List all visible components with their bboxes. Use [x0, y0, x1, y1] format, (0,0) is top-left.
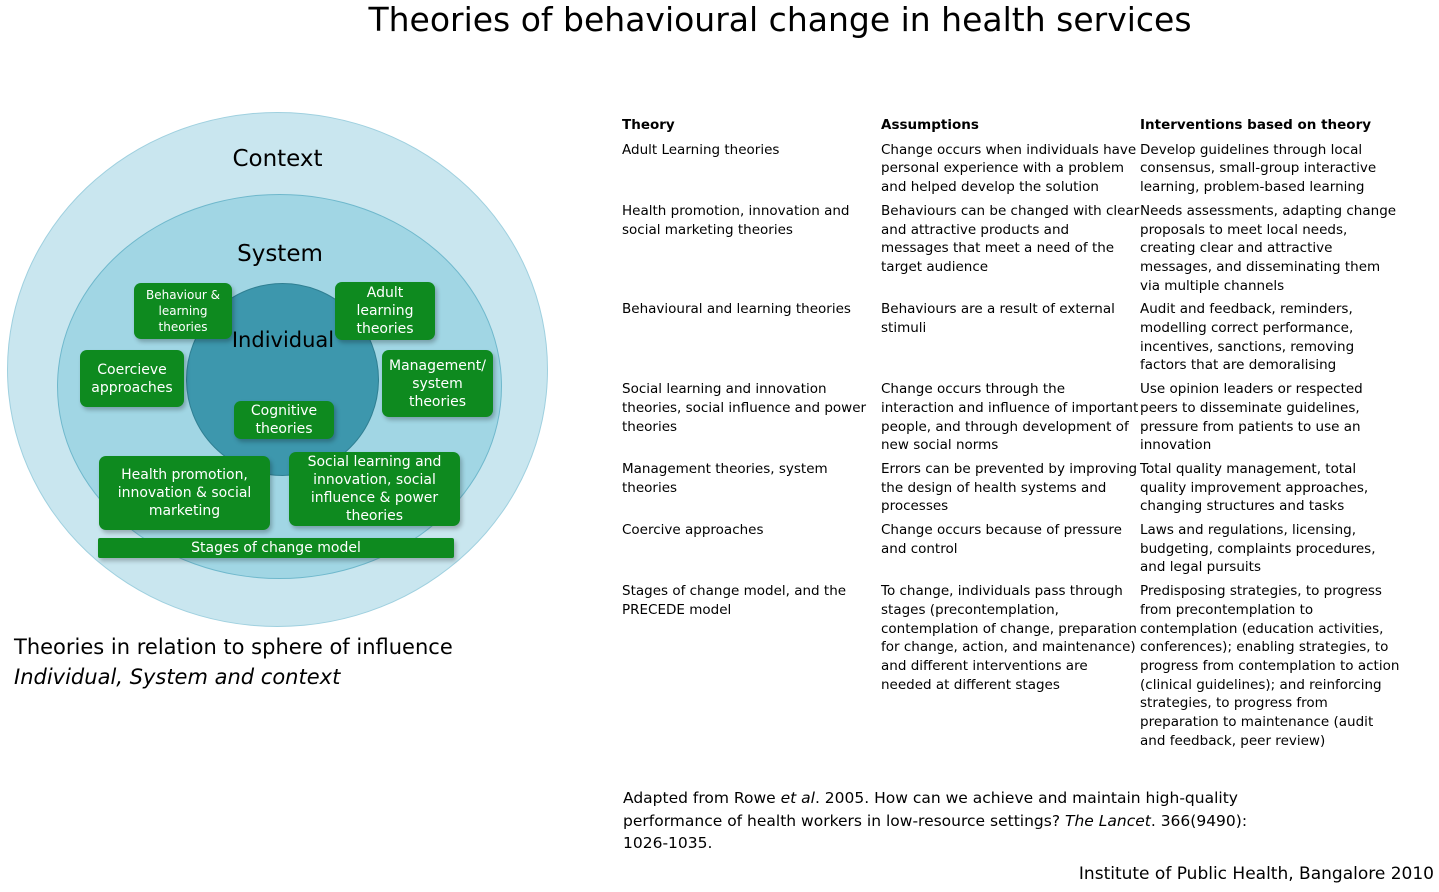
box-management: Management/ system theories [382, 350, 493, 417]
theory-cell: Coercive approaches [622, 522, 764, 539]
box-cognitive: Cognitive theories [234, 401, 334, 439]
box-adult-learning: Adult learning theories [335, 282, 435, 340]
diagram-caption: Theories in relation to sphere of influe… [14, 635, 453, 659]
table-row: Adult Learning theories Change occurs wh… [622, 141, 1422, 197]
box-coercive: Coercieve approaches [80, 350, 184, 407]
individual-label: Individual [231, 328, 335, 352]
citation-text: . 2005. How can we achieve and maintain … [623, 789, 1238, 830]
system-label: System [237, 241, 323, 267]
institution-credit: Institute of Public Health, Bangalore 20… [1078, 864, 1434, 884]
interventions-cell: Predisposing strategies, to progress fro… [1140, 583, 1400, 749]
page-title: Theories of behavioural change in health… [368, 0, 1192, 39]
assumptions-cell: Change occurs through the interaction an… [881, 381, 1139, 454]
box-health-promotion: Health promotion, innovation & social ma… [99, 456, 270, 530]
header-theory: Theory [622, 117, 675, 133]
interventions-cell: Needs assessments, adapting change propo… [1140, 202, 1397, 294]
table-row: Social learning and innovation theories,… [622, 380, 1422, 455]
interventions-cell: Use opinion leaders or respected peers t… [1140, 381, 1363, 454]
box-stages-of-change: Stages of change model [98, 538, 454, 558]
table-row: Coercive approaches Change occurs becaus… [622, 521, 1422, 577]
assumptions-cell: Behaviours can be changed with clear and… [881, 202, 1140, 275]
assumptions-cell: Change occurs because of pressure and co… [881, 522, 1122, 557]
table-row: Management theories, system theories Err… [622, 460, 1422, 516]
context-label: Context [232, 146, 323, 172]
interventions-cell: Develop guidelines through local consens… [1140, 141, 1377, 196]
citation-text: Adapted from Rowe [623, 789, 781, 807]
citation-text: . 366(9490): 1026-1035. [623, 811, 1248, 853]
theory-cell: Social learning and innovation theories,… [622, 381, 867, 435]
box-behaviour-learning: Behaviour & learning theories [134, 283, 232, 339]
theory-cell: Adult Learning theories [622, 141, 780, 158]
assumptions-cell: Errors can be prevented by improving the… [881, 460, 1138, 515]
table-row: Stages of change model, and the PRECEDE … [622, 582, 1422, 750]
theory-cell: Behavioural and learning theories [622, 301, 851, 318]
header-assumptions: Assumptions [881, 117, 979, 133]
interventions-cell: Audit and feedback, reminders, modelling… [1140, 301, 1355, 374]
theory-cell: Stages of change model, and the PRECEDE … [622, 583, 847, 618]
interventions-cell: Total quality management, total quality … [1140, 460, 1369, 515]
table-row: Health promotion, innovation and social … [622, 202, 1422, 296]
citation-journal: The Lancet [1064, 811, 1151, 830]
assumptions-cell: Change occurs when individuals have pers… [881, 141, 1137, 196]
assumptions-cell: To change, individuals pass through stag… [881, 583, 1137, 693]
theory-cell: Management theories, system theories [622, 460, 828, 496]
citation-etal: et al [780, 789, 815, 807]
interventions-cell: Laws and regulations, licensing, budgeti… [1140, 522, 1376, 576]
theory-cell: Health promotion, innovation and social … [622, 202, 850, 238]
box-social-learning: Social learning and innovation, social i… [289, 452, 460, 526]
theory-table: Theory Assumptions Interventions based o… [622, 116, 1422, 756]
header-interventions: Interventions based on theory [1140, 117, 1372, 133]
table-row: Behavioural and learning theories Behavi… [622, 300, 1422, 375]
diagram-subcaption: Individual, System and context [14, 665, 341, 689]
table-header: Theory Assumptions Interventions based o… [622, 116, 1422, 135]
assumptions-cell: Behaviours are a result of external stim… [881, 301, 1115, 337]
source-citation: Adapted from Rowe et al. 2005. How can w… [623, 787, 1263, 855]
